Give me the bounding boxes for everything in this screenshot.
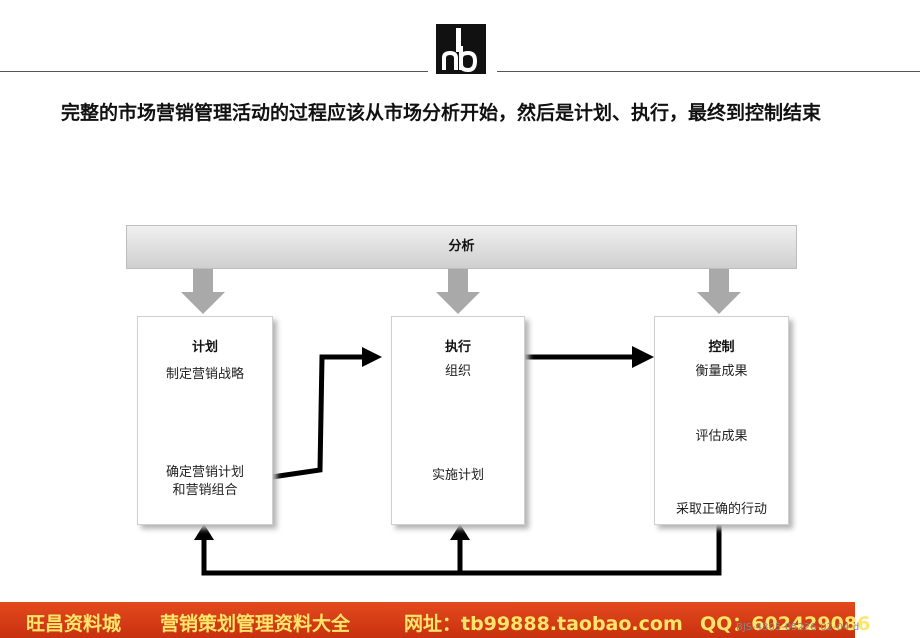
- plan-step-plan: 确定营销计划: [165, 465, 244, 480]
- down-arrow-icon: [436, 267, 480, 314]
- control-step-measure: 衡量成果: [695, 364, 748, 379]
- plan-to-execute-arrow: [271, 354, 366, 480]
- execute-box: 执行 组织 实施计划: [391, 316, 525, 525]
- control-step-evaluate: 评估成果: [695, 429, 748, 444]
- footer-website: 网址：tb99888.taobao.com: [404, 613, 683, 635]
- execute-heading: 执行: [444, 340, 471, 355]
- down-arrow-icon: [697, 267, 741, 314]
- footer-bar: 旺昌资料城 营销策划管理资料大全 网址：tb99888.taobao.com Q…: [0, 602, 870, 638]
- footer-slogan: 营销策划管理资料大全: [160, 613, 351, 635]
- rb-logo-icon: [436, 24, 486, 74]
- footer-brand: 旺昌资料城: [26, 613, 122, 635]
- plan-step-strategy: 制定营销战略: [165, 367, 244, 382]
- control-step-correct: 采取正确的行动: [675, 502, 767, 517]
- header-rule-left: [0, 71, 428, 72]
- execute-step-implement: 实施计划: [431, 468, 484, 483]
- document-code: BJS-4305-05226-02-04-d: [736, 622, 860, 633]
- control-box: 控制 衡量成果 评估成果 采取正确的行动: [654, 316, 789, 525]
- plan-heading: 计划: [191, 340, 218, 355]
- control-heading: 控制: [708, 340, 735, 355]
- plan-box: 计划 制定营销战略 确定营销计划 和营销组合: [137, 316, 273, 525]
- analysis-banner: 分析: [126, 225, 797, 269]
- footer-qq: QQ：602429086: [700, 613, 871, 635]
- page-title: 完整的市场营销管理活动的过程应该从市场分析开始，然后是计划、执行，最终到控制结束: [61, 102, 822, 124]
- plan-step-mix: 和营销组合: [172, 483, 238, 498]
- down-arrow-icon: [181, 267, 225, 314]
- header-rule-right: [497, 71, 920, 72]
- execute-step-organize: 组织: [444, 364, 471, 379]
